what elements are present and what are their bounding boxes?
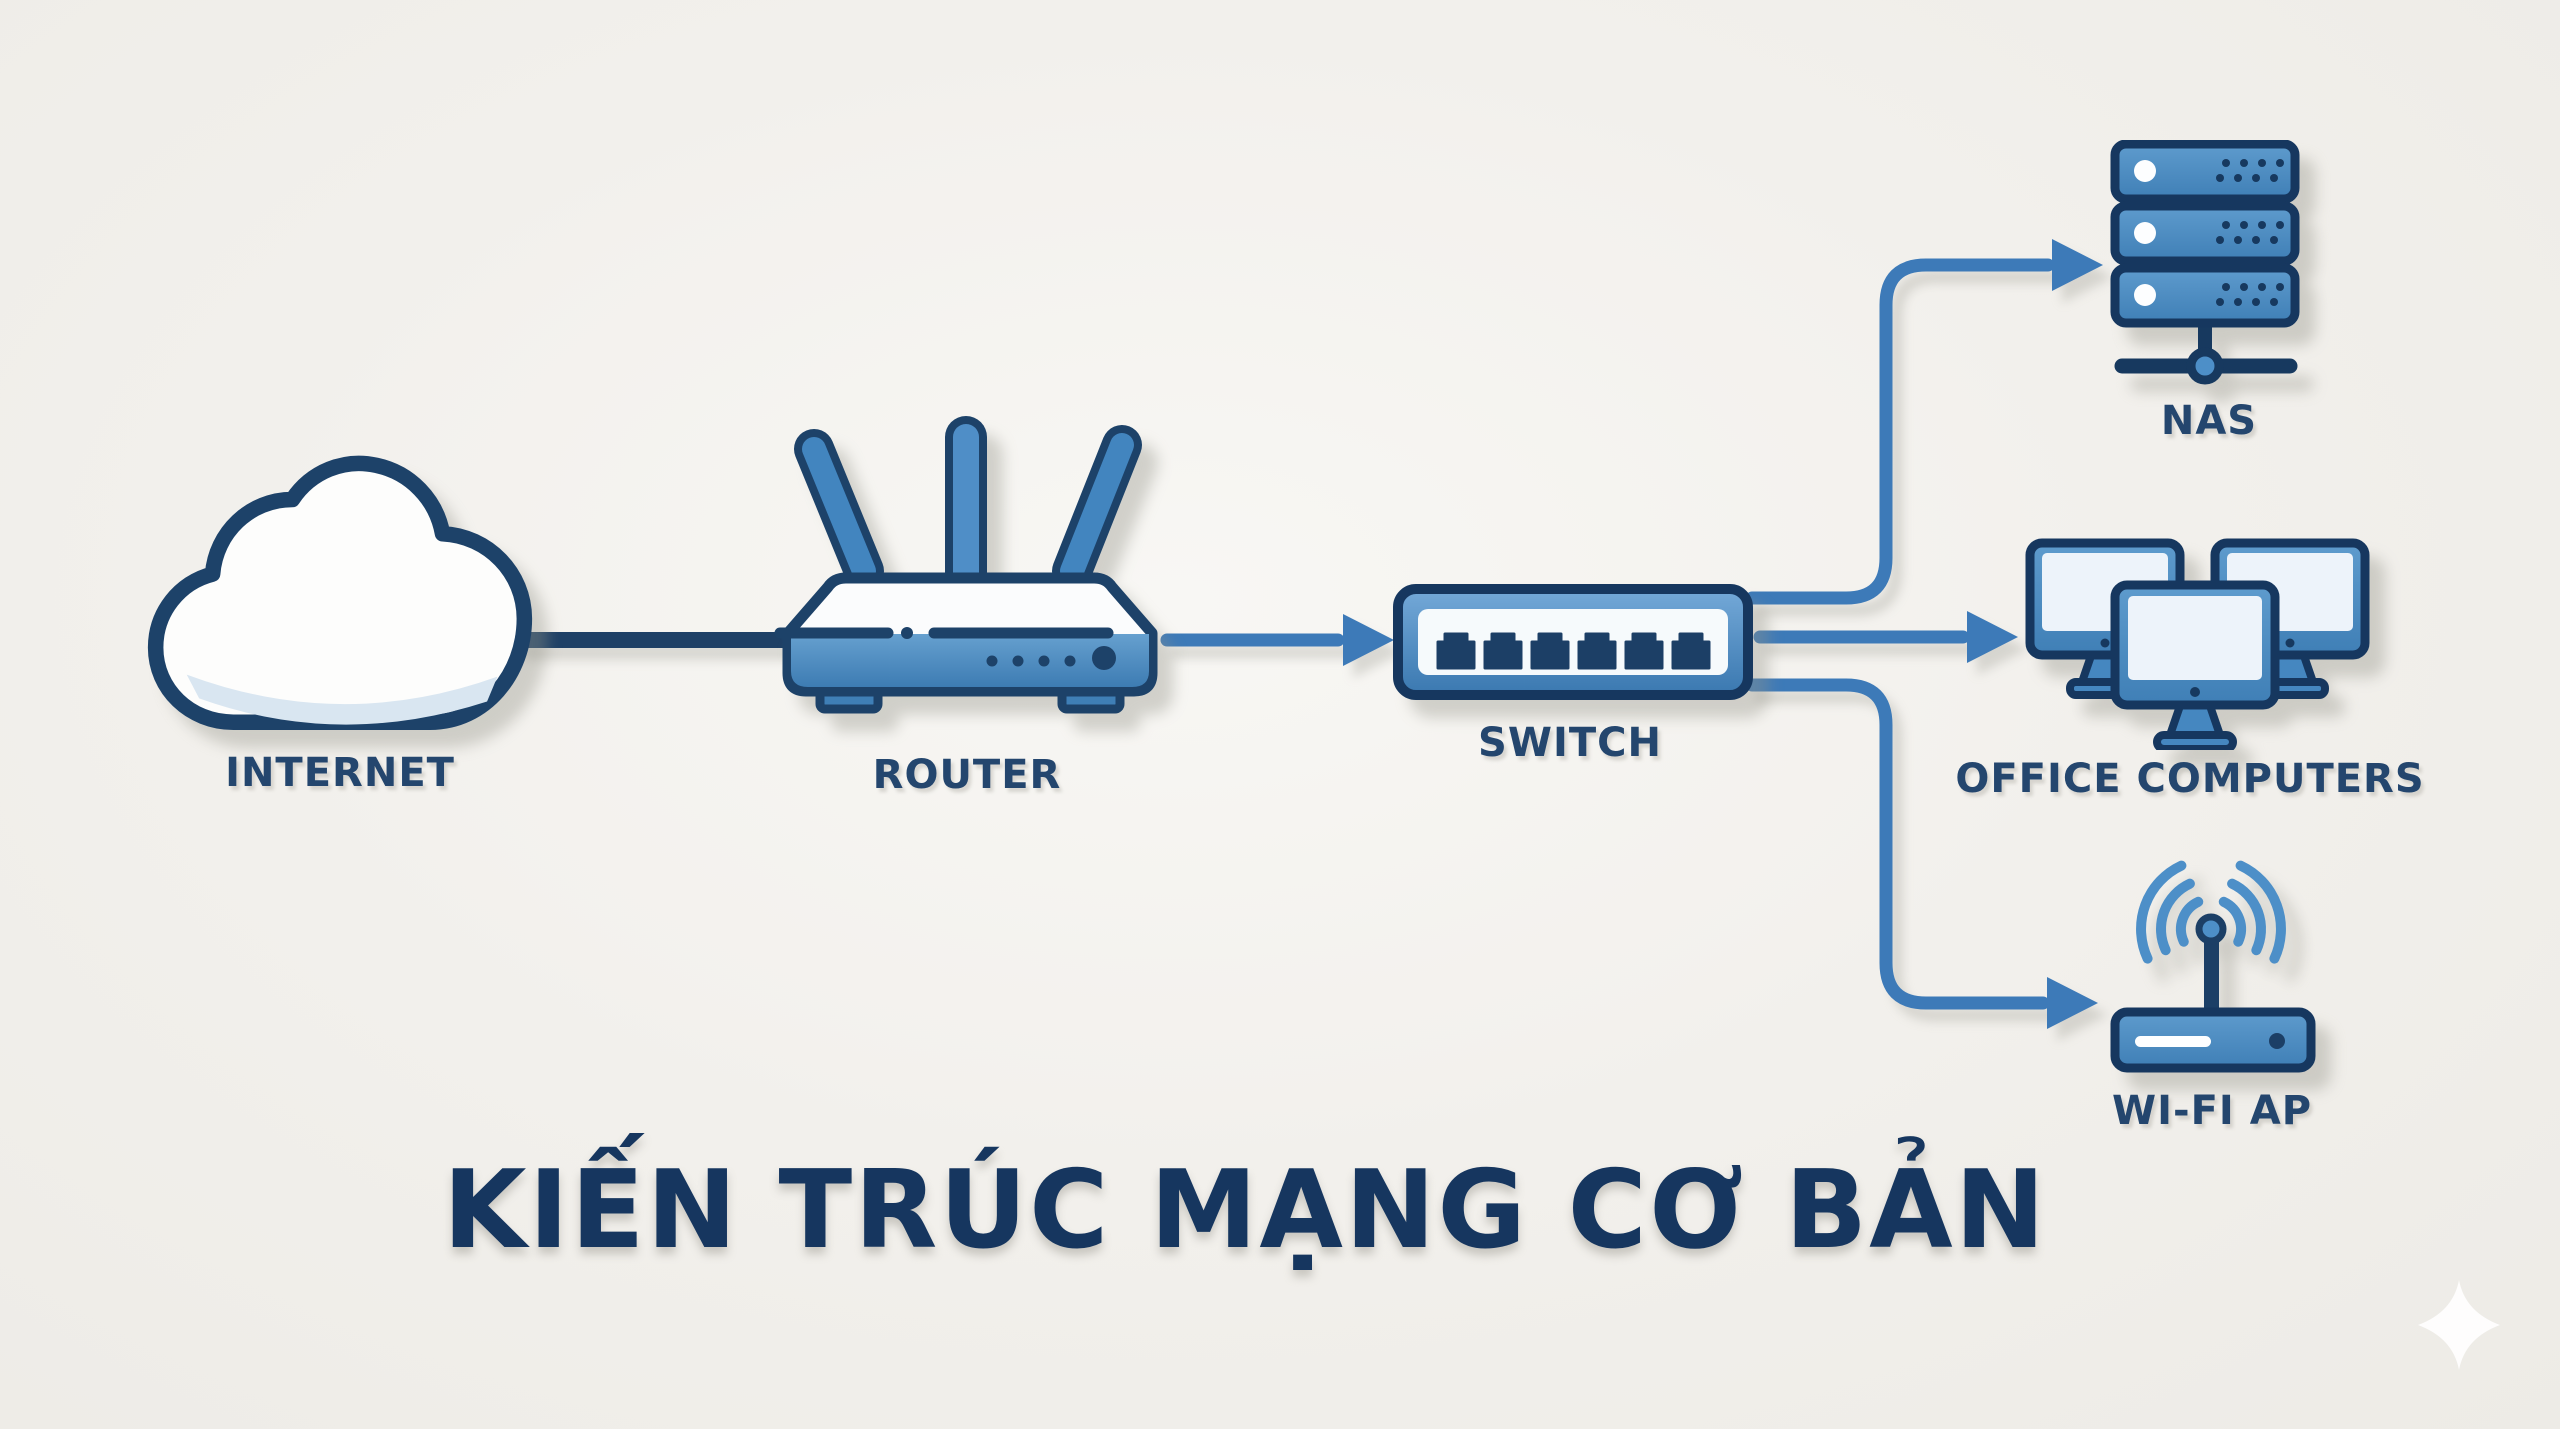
monitor-front — [2110, 580, 2280, 750]
router-antennas — [794, 416, 1142, 594]
router-label: ROUTER — [872, 752, 1062, 798]
switch-label: SWITCH — [1478, 720, 1662, 766]
computers-icon — [2025, 538, 2370, 750]
arrowhead-to-nas — [2052, 239, 2103, 291]
wifi-waves — [2136, 860, 2286, 964]
nas-label: NAS — [2160, 398, 2258, 444]
wifi-ap-icon — [2110, 860, 2316, 1073]
internet-label: INTERNET — [225, 750, 455, 796]
arrowheads — [1343, 239, 2103, 1029]
wifi-ap-label: WI-FI AP — [2111, 1088, 2313, 1134]
arrowhead-to-switch — [1343, 614, 1394, 666]
arrowhead-to-wifi — [2047, 977, 2098, 1029]
four-point-star-icon — [2418, 1280, 2500, 1370]
switch-icon — [1393, 584, 1753, 700]
nas-units — [2110, 140, 2300, 328]
office-computers-label: OFFICE COMPUTERS — [1955, 756, 2425, 802]
switch-ports — [1436, 632, 1711, 670]
nas-server-icon — [2110, 140, 2300, 385]
arrowhead-to-computers — [1967, 611, 2018, 663]
link-lines-blue — [1160, 258, 2055, 1010]
nas-network-node — [2186, 347, 2224, 385]
page-title: KIẾN TRÚC MẠNG CƠ BẢN — [442, 1148, 2048, 1273]
router-leds — [986, 646, 1116, 670]
router-icon — [774, 416, 1158, 714]
cloud-icon — [147, 455, 533, 730]
